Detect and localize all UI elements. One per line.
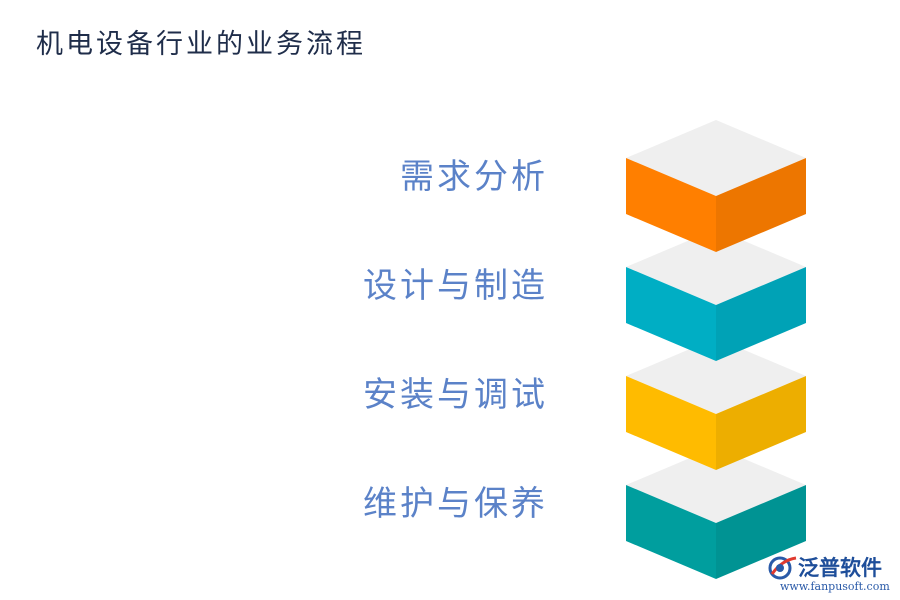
cube-1-left-face [626, 158, 716, 252]
cube-4-left-face [626, 485, 716, 579]
logo-name: 泛普软件 [798, 555, 882, 580]
cube-3-left-face [626, 376, 716, 470]
step-label-3: 安装与调试 [363, 375, 548, 415]
page-title: 机电设备行业的业务流程 [36, 29, 366, 60]
cube-3 [626, 338, 806, 470]
step-label-4: 维护与保养 [363, 484, 548, 524]
cube-1-right-face [716, 158, 806, 252]
cube-3-right-face [716, 376, 806, 470]
cube-4 [626, 447, 806, 579]
cube-2-right-face [716, 267, 806, 361]
logo-url: www.fanpusoft.com [780, 580, 890, 593]
cube-2-left-face [626, 267, 716, 361]
step-label-1: 需求分析 [400, 157, 548, 197]
cube-2 [626, 229, 806, 361]
cube-1 [626, 120, 806, 252]
cube-4-right-face [716, 485, 806, 579]
fanpu-logo-icon [768, 556, 797, 580]
fanpu-logo: 泛普软件 www.fanpusoft.com [768, 552, 894, 596]
step-label-2: 设计与制造 [363, 266, 548, 306]
